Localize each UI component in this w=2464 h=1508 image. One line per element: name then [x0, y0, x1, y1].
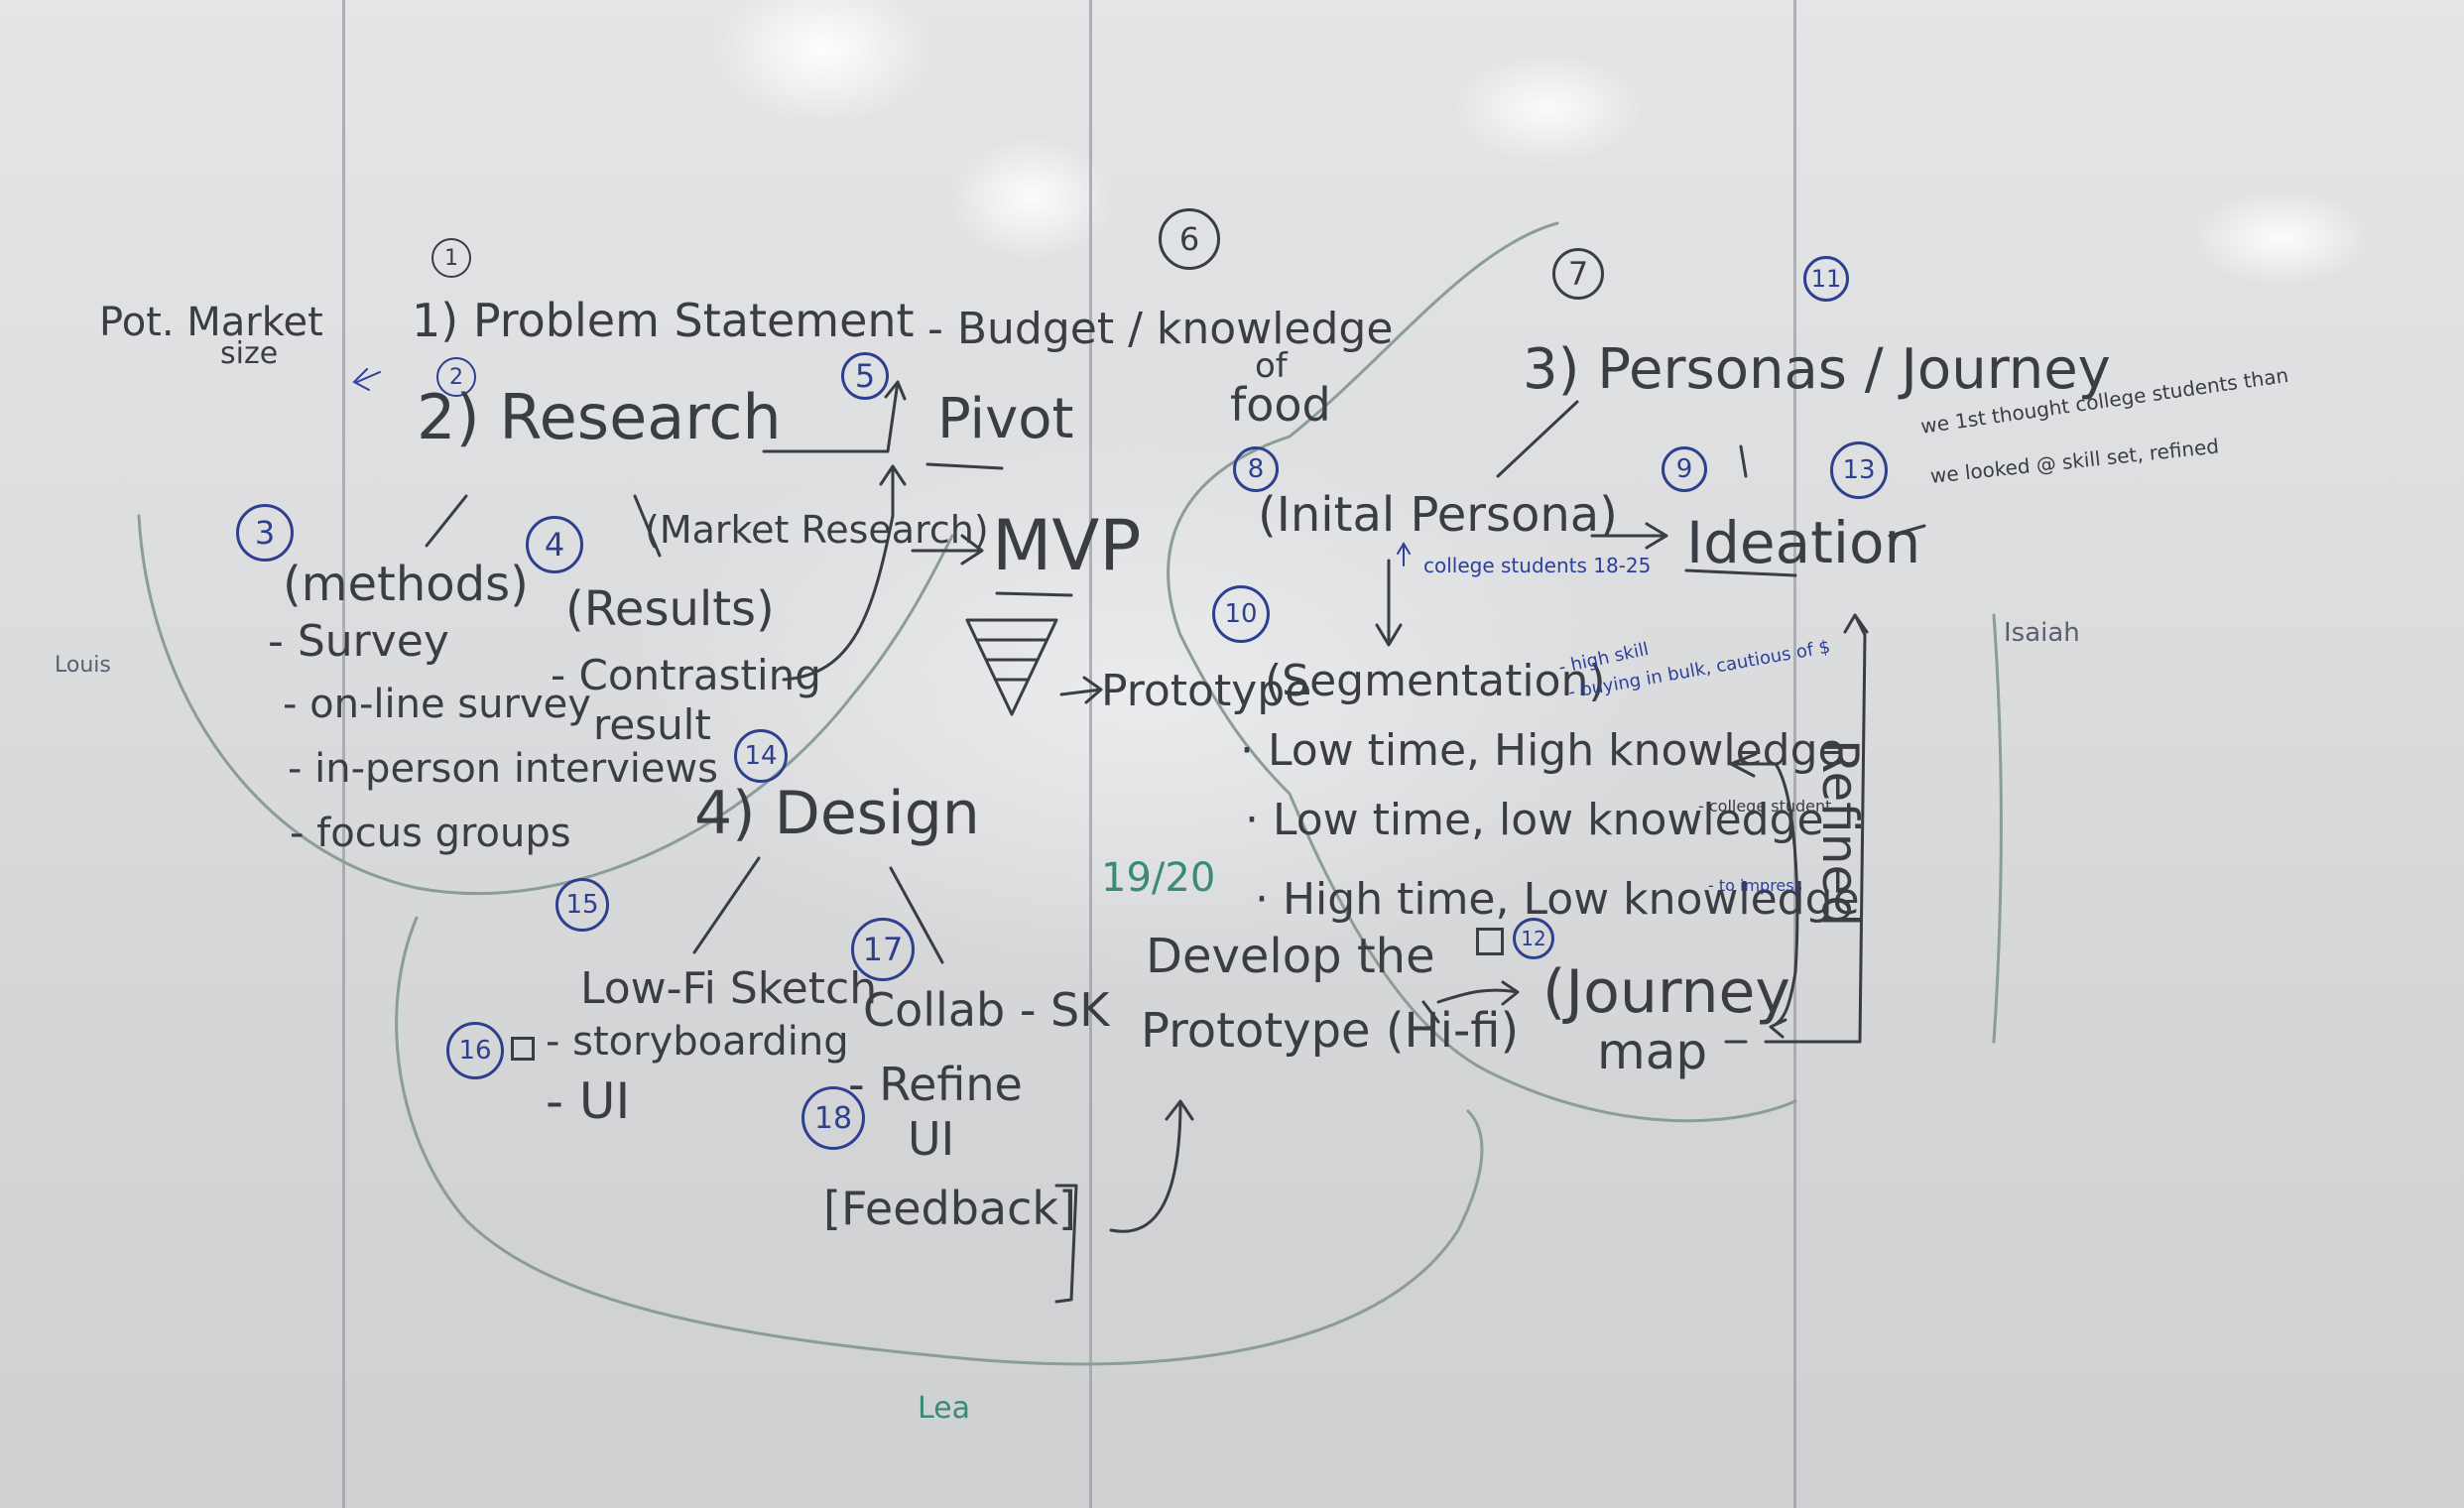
segmentation-label: (Segmentation) — [1265, 656, 1606, 706]
segment-3: · High time, Low knowledge — [1255, 874, 1860, 925]
market-research-label: (Market Research) — [645, 508, 989, 552]
pot-market-label: Pot. Market — [99, 300, 323, 345]
survey-item: - Survey — [268, 616, 449, 667]
storyboarding-item: - storyboarding — [546, 1019, 849, 1065]
research-to-pivot-arrow — [762, 380, 907, 453]
isaiah-name: Isaiah — [2004, 618, 2080, 648]
size-label: size — [220, 336, 279, 371]
isaiah-divider — [1992, 613, 2003, 1044]
college-students-note: college students 18-25 — [1423, 554, 1652, 577]
research-heading: 2) Research — [417, 381, 782, 453]
step-number-badge: 13 — [1830, 441, 1888, 499]
group-boundary-lea — [395, 916, 1484, 1366]
focus-groups-item: - focus groups — [290, 811, 571, 856]
online-survey-item: - on-line survey — [283, 682, 591, 727]
food-label: food — [1230, 378, 1331, 432]
develop-to-journey-arrow — [1436, 980, 1520, 1006]
step-number-badge: 14 — [734, 729, 788, 783]
date-label: 19/20 — [1101, 855, 1216, 901]
step-number-badge: 2 — [436, 357, 476, 397]
result-item: result — [593, 700, 711, 749]
mvp-heading: MVP — [992, 505, 1142, 586]
ideation-heading: Ideation — [1686, 509, 1921, 576]
ui-item: - UI — [546, 1072, 631, 1130]
feedback-to-develop-arrow — [1109, 1099, 1194, 1233]
develop-line-2: Prototype (Hi-fi) — [1141, 1003, 1520, 1059]
refined-label: Refined — [1811, 739, 1869, 927]
step-number-badge: 15 — [555, 878, 609, 932]
step-number-badge: 7 — [1552, 248, 1604, 300]
in-person-item: - in-person interviews — [288, 746, 719, 792]
refined-loop-arrow — [1764, 613, 1869, 1044]
segment-1: · Low time, High knowledge — [1240, 725, 1845, 776]
checkbox-doodle — [1476, 928, 1504, 955]
panel-seam — [1089, 0, 1092, 1508]
step-number-badge: 8 — [1233, 446, 1279, 492]
develop-line-1: Develop the — [1146, 929, 1435, 984]
methods-label: (methods) — [283, 557, 529, 612]
to-mvp-arrow — [911, 534, 984, 566]
design-heading: 4) Design — [694, 779, 980, 848]
louis-name: Louis — [55, 653, 111, 678]
step-number-badge: 17 — [851, 918, 915, 981]
pivot-heading: Pivot — [937, 387, 1074, 451]
step-number-badge: 1 — [431, 238, 471, 278]
checkbox-doodle — [511, 1037, 535, 1061]
lea-name: Lea — [918, 1391, 971, 1426]
step-number-badge: 9 — [1662, 446, 1707, 492]
ui-refine-item: UI — [908, 1112, 955, 1166]
step-number-badge: 5 — [841, 352, 889, 400]
segment-2-note: - college student — [1698, 797, 1832, 816]
journey-loop-arrow — [1729, 752, 1799, 1039]
initial-persona: (Inital Persona) — [1258, 487, 1618, 543]
of-label: of — [1255, 346, 1288, 386]
group-boundary-louis — [137, 514, 954, 896]
prototype-label: Prototype — [1101, 666, 1312, 716]
step-number-badge: 12 — [1513, 918, 1554, 959]
results-label: (Results) — [565, 581, 775, 637]
panel-seam — [1793, 0, 1796, 1508]
panel-seam — [342, 0, 345, 1508]
funnel-to-prototype-arrow — [1059, 676, 1103, 704]
step-number-badge: 6 — [1159, 208, 1220, 270]
segment-3-note: - to impress — [1708, 876, 1802, 895]
journey-map-line-2: map — [1597, 1023, 1708, 1080]
feedback-item: [Feedback] — [823, 1182, 1076, 1235]
problem-statement: 1) Problem Statement — [412, 294, 915, 347]
collab-item: Collab - SK — [863, 983, 1110, 1037]
low-fi-sketch: Low-Fi Sketch — [580, 963, 878, 1014]
step-number-badge: 3 — [236, 504, 294, 562]
journey-map-line-1: (Journey — [1542, 957, 1790, 1027]
step-number-badge: 11 — [1803, 256, 1849, 302]
funnel-icon — [965, 618, 1058, 716]
step-number-badge: 16 — [446, 1022, 504, 1079]
refine-item: - Refine — [848, 1058, 1023, 1111]
step-number-badge: 4 — [526, 516, 583, 573]
step-number-badge: 18 — [801, 1086, 865, 1150]
results-to-pivot-arrow — [782, 464, 907, 682]
contrasting-item: - Contrasting — [551, 651, 821, 699]
persona-to-ideation-arrow — [1590, 522, 1668, 550]
segment-2: · Low time, low knowledge — [1245, 795, 1824, 845]
budget-knowledge: - Budget / knowledge — [927, 304, 1394, 354]
group-boundary-isaiah — [1167, 221, 1797, 1123]
personas-journey-heading: 3) Personas / Journey — [1523, 337, 2111, 402]
step-number-badge: 10 — [1212, 585, 1270, 643]
